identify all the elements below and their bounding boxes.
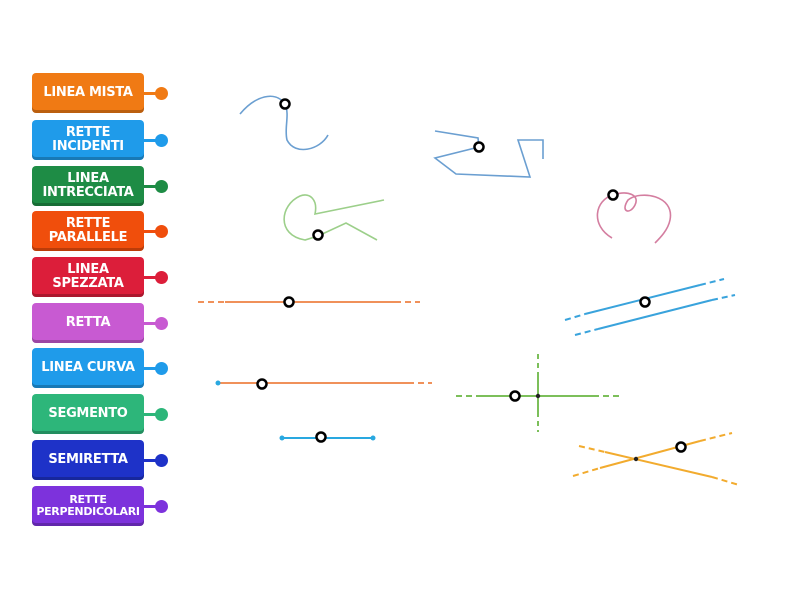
connector-line (144, 139, 160, 142)
straight-line-figure-target[interactable] (283, 296, 295, 308)
segment-figure (279, 435, 376, 441)
label-retta[interactable]: RETTA (32, 303, 144, 343)
parallel-lines-figure (564, 278, 736, 336)
ray-figure-target[interactable] (256, 378, 268, 390)
ray-figure (215, 380, 432, 386)
connector-handle[interactable] (155, 87, 168, 100)
connector-line (144, 322, 160, 325)
connector-line (144, 413, 160, 416)
perpendicular-lines-figure-target[interactable] (509, 390, 521, 402)
connector-handle[interactable] (155, 362, 168, 375)
connector-handle[interactable] (155, 225, 168, 238)
connector-handle[interactable] (155, 271, 168, 284)
label-segmento[interactable]: SEGMENTO (32, 394, 144, 434)
curved-line-figure (239, 95, 329, 151)
connector-line (144, 185, 160, 188)
label-text: LINEA MISTA (43, 84, 133, 100)
label-text: SEGMENTO (48, 405, 128, 421)
broken-line-figure-target[interactable] (473, 141, 485, 153)
label-text: LINEA SPEZZATA (52, 261, 124, 291)
intertwined-line-figure (596, 192, 672, 244)
mixed-line-figure (283, 194, 385, 241)
label-text: RETTE INCIDENTI (52, 124, 124, 154)
label-semiretta[interactable]: SEMIRETTA (32, 440, 144, 480)
parallel-lines-figure-target[interactable] (639, 296, 651, 308)
label-text: LINEA CURVA (41, 359, 135, 375)
connector-line (144, 367, 160, 370)
label-linea-intrecciata[interactable]: LINEA INTRECCIATA (32, 166, 144, 206)
broken-line-figure (433, 130, 544, 178)
connector-handle[interactable] (155, 408, 168, 421)
connector-line (144, 505, 160, 508)
label-text: SEMIRETTA (48, 451, 128, 467)
connector-handle[interactable] (155, 134, 168, 147)
label-linea-curva[interactable]: LINEA CURVA (32, 348, 144, 388)
connector-line (144, 92, 160, 95)
label-rette-parallele[interactable]: RETTE PARALLELE (32, 211, 144, 251)
label-text: LINEA INTRECCIATA (42, 170, 134, 200)
label-linea-mista[interactable]: LINEA MISTA (32, 73, 144, 113)
curved-line-figure-target[interactable] (279, 98, 291, 110)
perpendicular-lines-figure (456, 354, 620, 432)
label-rette-incidenti[interactable]: RETTE INCIDENTI (32, 120, 144, 160)
connector-handle[interactable] (155, 500, 168, 513)
connector-handle[interactable] (155, 180, 168, 193)
label-text: RETTE PERPENDICOLARI (36, 492, 140, 518)
connector-line (144, 459, 160, 462)
incident-lines-figure (572, 432, 740, 486)
connector-handle[interactable] (155, 454, 168, 467)
label-rette-perpendicolari[interactable]: RETTE PERPENDICOLARI (32, 486, 144, 526)
mixed-line-figure-target[interactable] (312, 229, 324, 241)
connector-line (144, 230, 160, 233)
intertwined-line-figure-target[interactable] (607, 189, 619, 201)
connector-handle[interactable] (155, 317, 168, 330)
label-linea-spezzata[interactable]: LINEA SPEZZATA (32, 257, 144, 297)
label-text: RETTA (65, 314, 111, 330)
incident-lines-figure-target[interactable] (675, 441, 687, 453)
label-text: RETTE PARALLELE (48, 215, 128, 245)
connector-line (144, 276, 160, 279)
segment-figure-target[interactable] (315, 431, 327, 443)
